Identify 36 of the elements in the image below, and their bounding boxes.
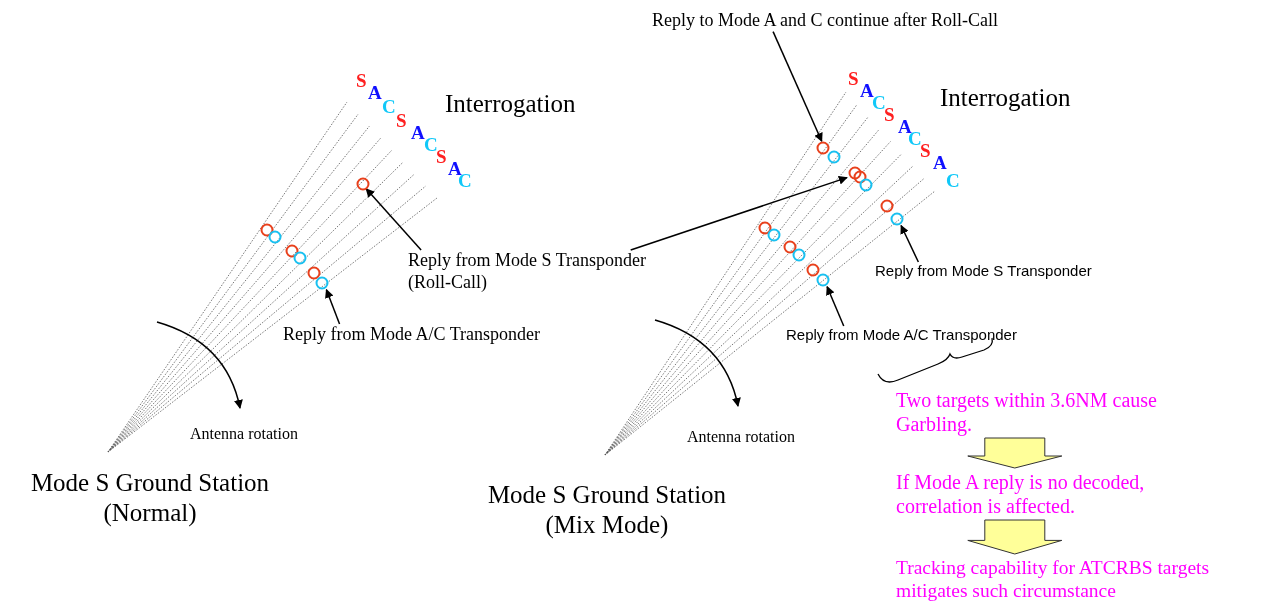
leader-arrow [325, 288, 341, 325]
leader-arrow [900, 224, 920, 263]
mode-letter: S [920, 140, 931, 162]
section-label: Interrogation [940, 84, 1071, 112]
mode-letter: S [884, 104, 895, 126]
rotation-label: Antenna rotation [687, 428, 795, 446]
mode-letter: S [356, 70, 367, 92]
leader-arrow [365, 188, 422, 251]
leader-arrow [772, 30, 823, 143]
mode-letter: S [848, 68, 859, 90]
mode-letter: C [382, 96, 396, 118]
block-arrow [967, 437, 1063, 469]
callout-text: Reply from Mode S Transponder (Roll-Call) [408, 250, 670, 294]
station-label: Mode S Ground Station (Normal) [29, 468, 271, 528]
callout-text: Reply from Mode A/C Transponder [283, 324, 540, 346]
section-label: Interrogation [445, 90, 576, 118]
rotation-label: Antenna rotation [190, 425, 298, 443]
callout-text: Reply to Mode A and C continue after Roll-Call [652, 10, 998, 32]
mode-letter: C [424, 134, 438, 155]
mode-letter: C [872, 92, 886, 113]
mode-letter: C [946, 170, 960, 192]
mode-letter: A [368, 82, 382, 104]
mode-letter: A [860, 80, 874, 101]
callout-text: If Mode A reply is no decoded, correlation is affected. [896, 470, 1226, 518]
callout-text: Tracking capability for ATCRBS targets mitigates such circumstance [896, 556, 1284, 603]
leader-arrow [629, 175, 848, 251]
callout-text: Reply from Mode A/C Transponder [786, 326, 1017, 344]
callout-text: Reply from Mode S Transponder [875, 262, 1092, 280]
mode-letter: S [436, 146, 447, 168]
block-arrow [967, 519, 1063, 555]
mode-letter: A [933, 152, 947, 174]
mode-letter: A [411, 122, 425, 144]
leader-arrow [826, 285, 845, 327]
mode-letter: S [396, 110, 407, 132]
station-label: Mode S Ground Station (Mix Mode) [486, 480, 728, 540]
callout-text: Two targets within 3.6NM cause Garbling. [896, 388, 1226, 436]
